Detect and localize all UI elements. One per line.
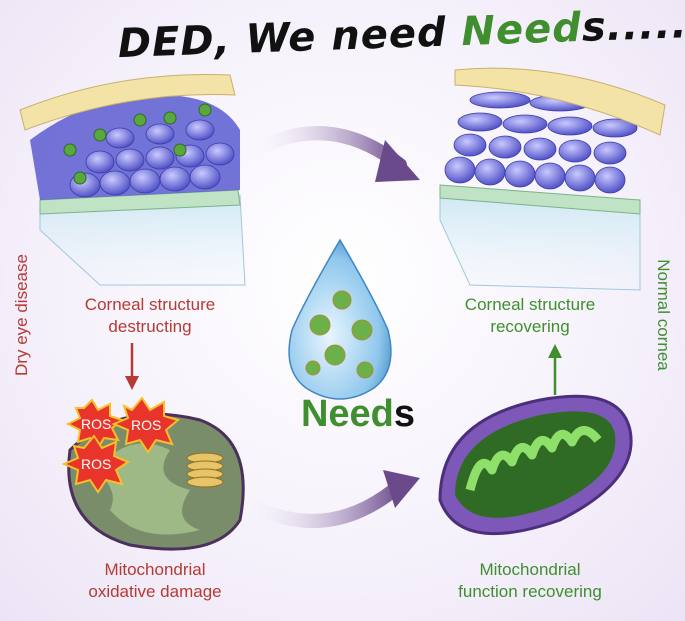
green-arrow-head bbox=[548, 344, 562, 358]
needs-main: Need bbox=[300, 393, 394, 435]
top-right-label: Corneal structure recovering bbox=[464, 295, 596, 336]
title-part-3: s...... bbox=[580, 0, 685, 51]
healthy-mitochondrion-illustration bbox=[438, 394, 633, 536]
ros-burst-icon bbox=[61, 396, 181, 494]
damaged-cornea-illustration bbox=[19, 73, 246, 286]
normal-cornea-illustration bbox=[439, 67, 666, 291]
damaged-mitochondrion-illustration bbox=[61, 396, 245, 551]
top-left-label: Corneal structure destructing bbox=[84, 295, 216, 336]
bottom-arrow-head bbox=[383, 470, 420, 508]
bottom-left-label: Mitochondrial oxidative damage bbox=[88, 560, 222, 601]
top-arrow bbox=[248, 126, 407, 172]
bottom-right-label: Mitochondrial function recovering bbox=[458, 560, 602, 601]
ros-label-2: ROS bbox=[131, 417, 161, 433]
ros-label-3: ROS bbox=[81, 456, 111, 472]
ros-label-1: ROS bbox=[81, 416, 111, 432]
needs-center-label: Needs bbox=[283, 393, 433, 436]
top-arrow-head bbox=[375, 140, 420, 182]
bottom-arrow bbox=[243, 478, 407, 528]
needs-drop-icon bbox=[288, 238, 392, 400]
right-side-label: Normal cornea bbox=[654, 259, 673, 371]
left-side-label: Dry eye disease bbox=[12, 254, 31, 376]
red-arrow-head bbox=[125, 376, 139, 390]
needs-tail: s bbox=[393, 393, 416, 435]
title-part-2: Need bbox=[460, 4, 583, 56]
